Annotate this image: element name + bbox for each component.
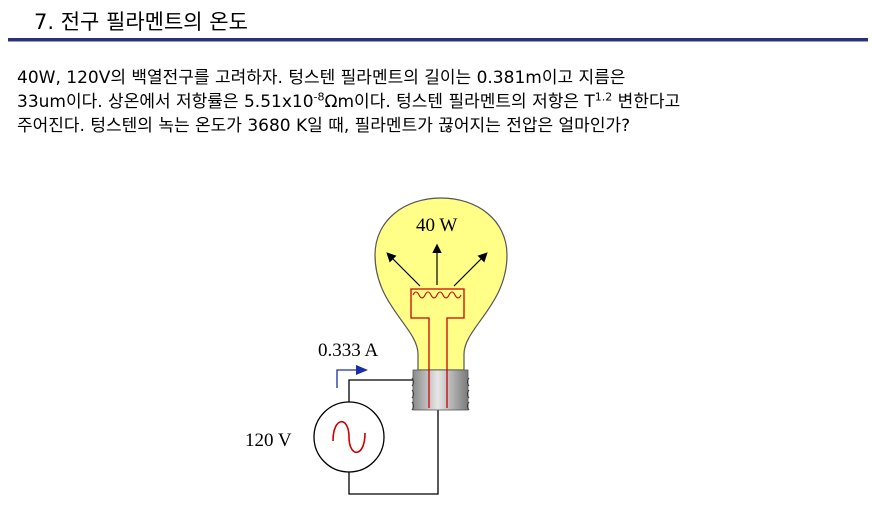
problem-line-2-middle: Ωm이다. 텅스텐 필라멘트의 저항은 T	[324, 92, 595, 112]
problem-line-2-end: 변한다고	[612, 92, 681, 112]
light-bulb-icon	[374, 197, 508, 371]
power-label: 40 W	[416, 215, 457, 236]
title-divider	[8, 38, 868, 41]
wire-top	[348, 379, 413, 402]
resistivity-exponent: -8	[313, 90, 325, 104]
problem-text: 40W, 120V의 백열전구를 고려하자. 텅스텐 필라멘트의 길이는 0.3…	[17, 66, 867, 138]
current-label: 0.333 A	[318, 340, 378, 361]
slide-title: 7. 전구 필라멘트의 온도	[34, 10, 248, 34]
problem-line-3: 주어진다. 텅스텐의 녹는 온도가 3680 K일 때, 필라멘트가 끊어지는 …	[17, 116, 631, 136]
ac-source-icon	[313, 401, 385, 473]
temperature-exponent: 1.2	[594, 90, 613, 104]
wire-bottom	[348, 410, 439, 495]
arrow-icon	[453, 252, 488, 287]
problem-line-2: 33um이다. 상온에서 저항률은 5.51x10-8Ωm이다. 텅스텐 필라멘…	[17, 90, 867, 114]
voltage-label: 120 V	[245, 430, 292, 451]
bulb-screw-base	[411, 369, 470, 411]
arrow-icon	[386, 252, 421, 287]
light-rays	[386, 243, 488, 287]
title-divider-shadow	[8, 41, 868, 42]
circuit-wires	[348, 379, 439, 495]
problem-line-2-start: 33um이다. 상온에서 저항률은 5.51x10	[17, 92, 314, 112]
current-direction-arrow	[336, 365, 368, 388]
problem-line-1: 40W, 120V의 백열전구를 고려하자. 텅스텐 필라멘트의 길이는 0.3…	[17, 68, 626, 88]
filament	[410, 288, 465, 408]
